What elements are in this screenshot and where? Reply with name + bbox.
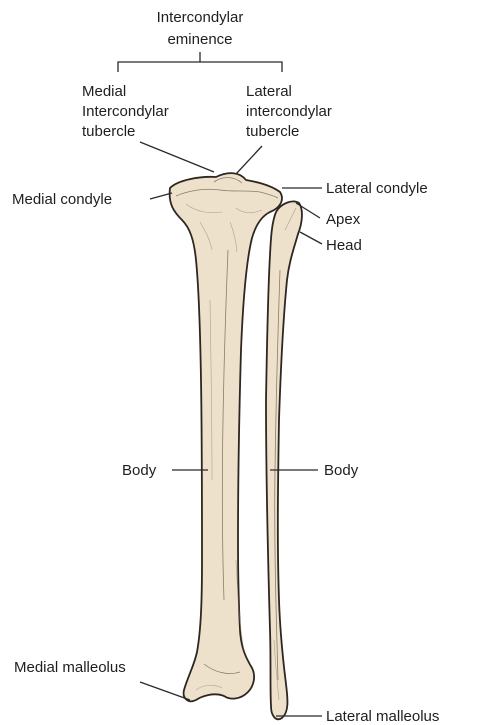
label-medial-tubercle-3: tubercle xyxy=(82,123,135,140)
lateral-tubercle-leader xyxy=(236,146,262,174)
label-medial-tubercle-1: Medial xyxy=(82,83,126,100)
medial-malleolus-leader xyxy=(140,682,190,700)
intercondylar-eminence-bracket xyxy=(118,52,282,72)
label-lateral-tubercle-2: intercondylar xyxy=(246,103,332,120)
label-body-tibia: Body xyxy=(122,462,157,479)
label-intercondylar-eminence-1: Intercondylar xyxy=(157,9,244,26)
label-medial-malleolus: Medial malleolus xyxy=(14,659,126,676)
label-lateral-malleolus: Lateral malleolus xyxy=(326,708,439,725)
tibia-bone xyxy=(170,173,282,701)
label-intercondylar-eminence-2: eminence xyxy=(167,31,232,48)
medial-condyle-leader xyxy=(150,193,172,199)
label-lateral-tubercle-3: tubercle xyxy=(246,123,299,140)
fibula-bone xyxy=(266,201,302,719)
head-leader xyxy=(300,232,322,244)
label-lateral-condyle: Lateral condyle xyxy=(326,180,428,197)
label-apex: Apex xyxy=(326,211,361,228)
label-head: Head xyxy=(326,237,362,254)
label-medial-condyle: Medial condyle xyxy=(12,191,112,208)
label-lateral-tubercle-1: Lateral xyxy=(246,83,292,100)
medial-tubercle-leader xyxy=(140,142,214,172)
label-body-fibula: Body xyxy=(324,462,359,479)
label-medial-tubercle-2: Intercondylar xyxy=(82,103,169,120)
